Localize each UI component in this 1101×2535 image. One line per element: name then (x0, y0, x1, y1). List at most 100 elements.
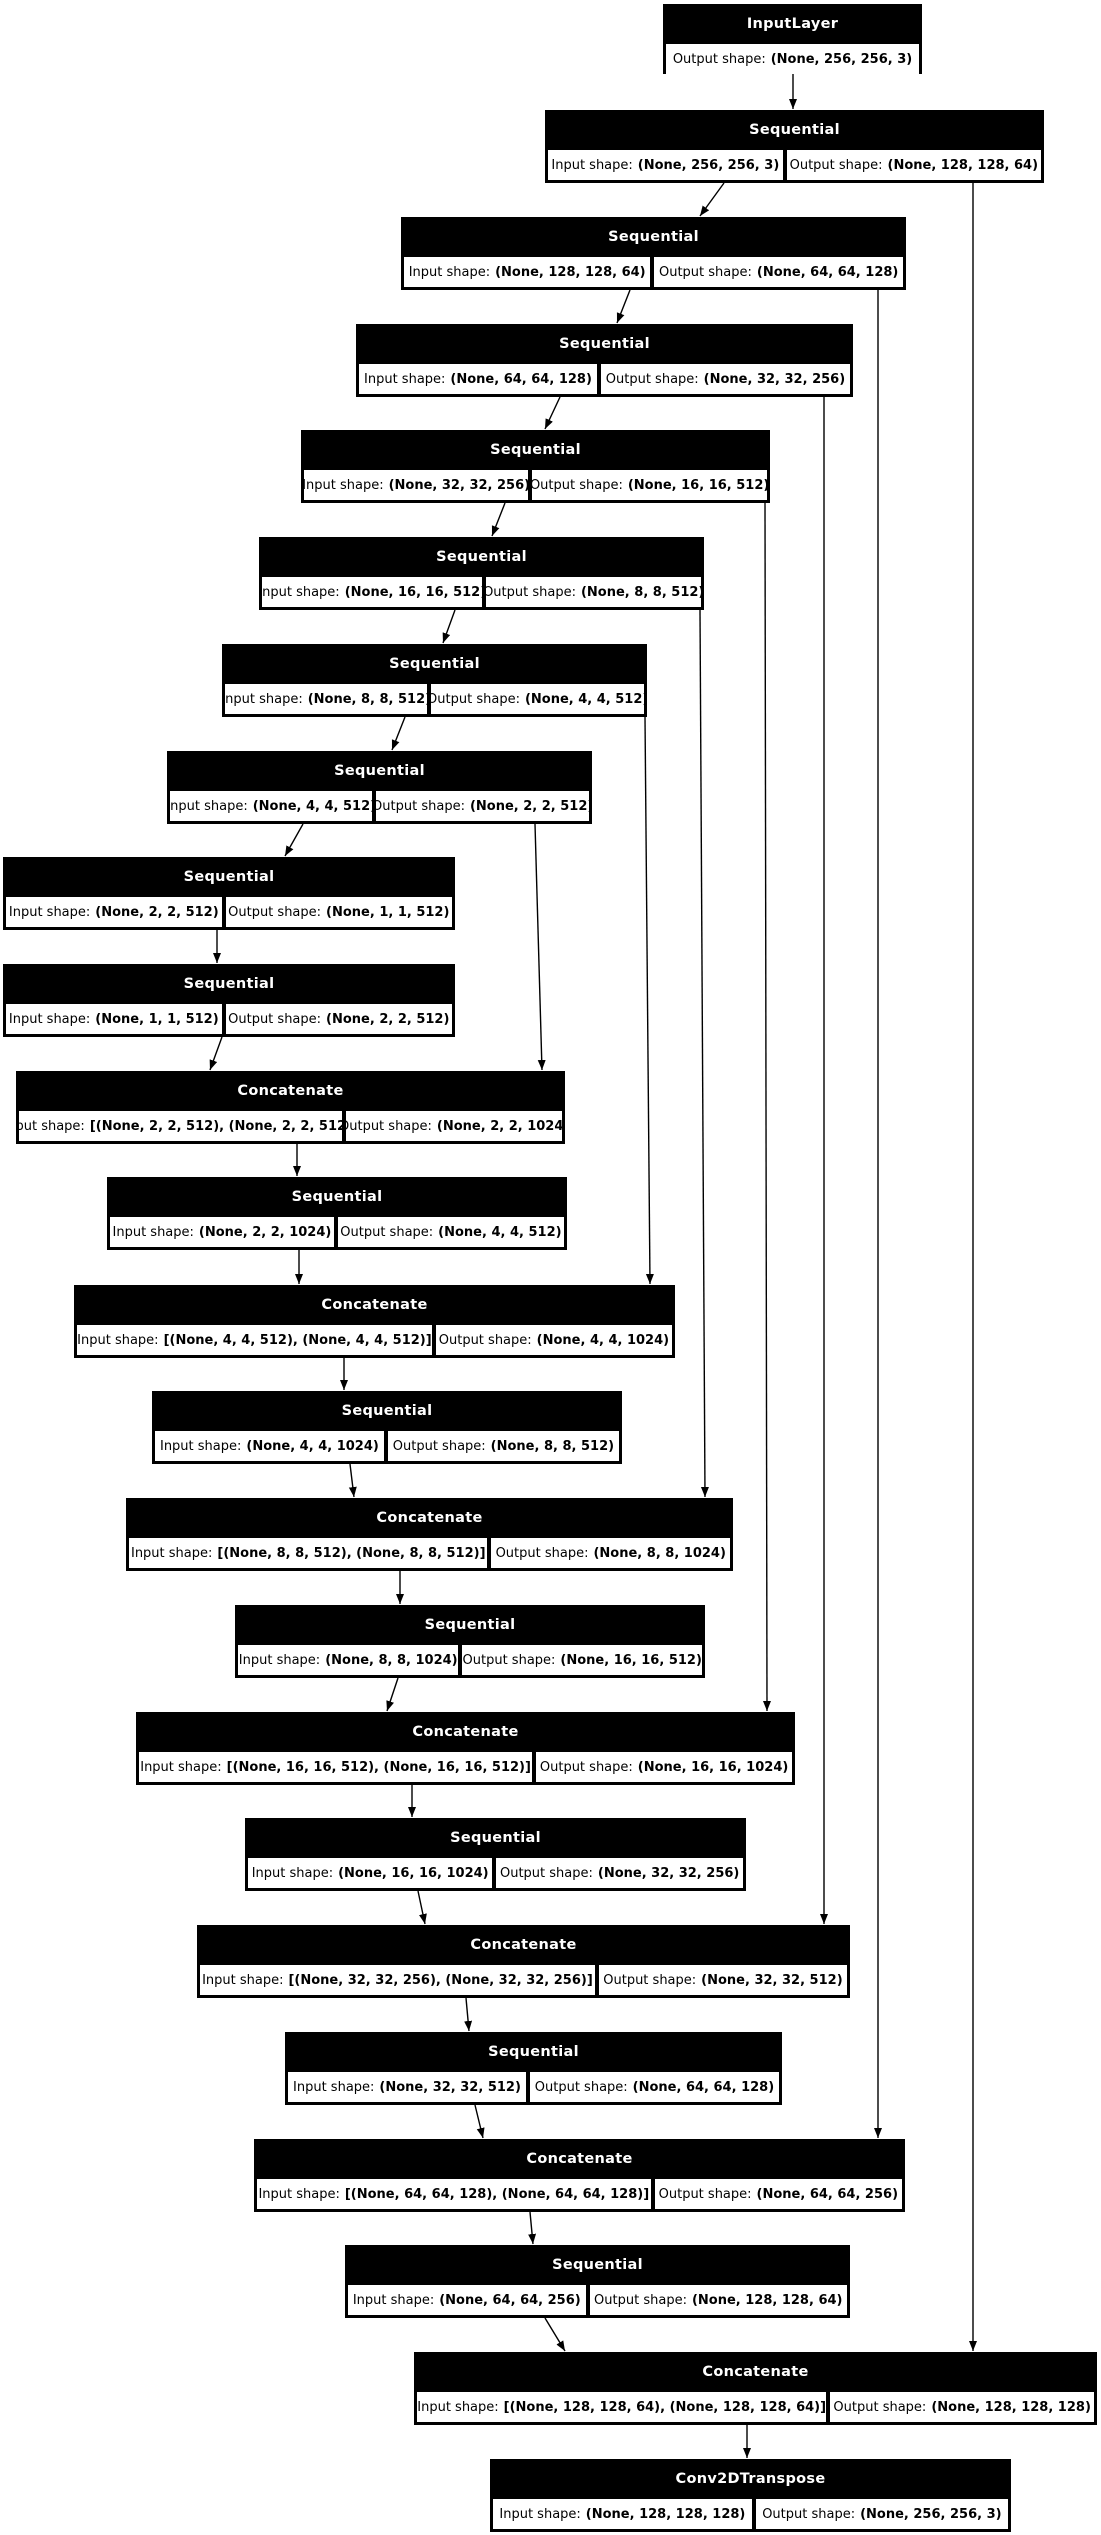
shape-value: (None, 128, 128, 128) (585, 2506, 746, 2522)
shape-label: Input shape: (8, 1011, 91, 1027)
shape-value: (None, 1, 1, 512) (95, 1011, 219, 1027)
shape-label: Input shape: (251, 1865, 334, 1881)
shape-cells-row: Input shape:[(None, 64, 64, 128), (None,… (257, 2179, 902, 2209)
skip-connection-edge-seq_4-to-concat_4 (762, 502, 771, 1712)
output-shape-cell: Output shape:(None, 2, 2, 512) (225, 1004, 452, 1034)
output-shape-cell: Output shape:(None, 8, 8, 512) (387, 1431, 619, 1461)
shape-cells-row: Input shape:(None, 4, 4, 512)Output shap… (170, 791, 589, 821)
shape-cells-row: Input shape:(None, 128, 128, 128)Output … (493, 2499, 1008, 2529)
input-shape-cell: Input shape:(None, 256, 256, 3) (548, 150, 783, 180)
layer-type-title: Sequential (559, 336, 650, 352)
shape-cells-row: Output shape:(None, 256, 256, 3) (666, 44, 919, 74)
input-shape-cell: Input shape:(None, 2, 2, 1024) (110, 1217, 334, 1247)
shape-value: (None, 128, 128, 128) (931, 2399, 1091, 2415)
shape-label: Output shape: (392, 1438, 486, 1454)
layer-type-title: Concatenate (321, 1297, 428, 1313)
shape-value: [(None, 32, 32, 256), (None, 32, 32, 256… (288, 1972, 593, 1988)
shape-value: (None, 8, 8, 1024) (593, 1545, 726, 1561)
layer-type-title: Sequential (341, 1403, 433, 1419)
shape-value: (None, 64, 64, 128) (756, 264, 899, 280)
input-shape-cell: Input shape:(None, 128, 128, 128) (493, 2499, 752, 2529)
shape-value: (None, 2, 2, 512) (326, 1011, 450, 1027)
layer-type-title: Concatenate (412, 1724, 519, 1740)
output-shape-cell: Output shape:(None, 64, 64, 128) (654, 257, 903, 287)
shape-label: Input shape: (293, 2079, 375, 2095)
shape-value: (None, 32, 32, 256) (597, 1865, 740, 1881)
shape-label: Input shape: (551, 157, 633, 173)
shape-value: (None, 8, 8, 512) (307, 691, 428, 707)
skip-connection-edge-seq_5-to-concat_3 (699, 609, 709, 1498)
input-shape-cell: Input shape:(None, 1, 1, 512) (6, 1004, 222, 1034)
shape-label: Output shape: (431, 691, 520, 707)
input-shape-cell: Input shape:[(None, 8, 8, 512), (None, 8… (129, 1538, 488, 1568)
shape-value: (None, 64, 64, 128) (632, 2079, 775, 2095)
layer-type-title: Sequential (424, 1617, 516, 1633)
shape-value: [(None, 4, 4, 512), (None, 4, 4, 512)] (163, 1332, 432, 1348)
shape-label: Output shape: (340, 1224, 434, 1240)
input-shape-cell: Input shape:(None, 8, 8, 1024) (238, 1645, 459, 1675)
shape-cells-row: Input shape:(None, 32, 32, 512)Output sh… (288, 2072, 779, 2102)
edge-seq_14-to-concat_6 (474, 2104, 485, 2139)
edge-seq_6-to-seq_7 (391, 716, 406, 751)
shape-value: (None, 128, 128, 64) (691, 2292, 843, 2308)
shape-label: Output shape: (658, 2186, 752, 2202)
shape-label: Output shape: (672, 51, 766, 67)
input-shape-cell: Input shape:(None, 8, 8, 512) (225, 684, 428, 714)
shape-label: Output shape: (499, 1865, 593, 1881)
shape-value: (None, 16, 16, 512) (344, 584, 483, 600)
shape-cells-row: Input shape:(None, 1, 1, 512)Output shap… (6, 1004, 452, 1034)
layer-type-title: Sequential (389, 656, 480, 672)
shape-label: Input shape: (417, 2399, 499, 2415)
edge-seq_1-to-seq_2 (699, 182, 725, 217)
edge-seq_2-to-seq_3 (616, 289, 631, 324)
layer-type-title: Concatenate (526, 2151, 633, 2167)
shape-value: (None, 2, 2, 512) (469, 798, 589, 814)
shape-label: Input shape: (8, 904, 91, 920)
output-shape-cell: Output shape:(None, 128, 128, 64) (786, 150, 1041, 180)
shape-cells-row: Input shape:(None, 4, 4, 1024)Output sha… (155, 1431, 619, 1461)
shape-label: Output shape: (532, 477, 623, 493)
shape-value: [(None, 2, 2, 512), (None, 2, 2, 512)] (89, 1118, 343, 1134)
layer-type-title: Sequential (488, 2044, 579, 2060)
shape-label: Output shape: (539, 1759, 633, 1775)
shape-value: (None, 2, 2, 512) (95, 904, 219, 920)
layer-type-title: Concatenate (470, 1937, 577, 1953)
shape-value: (None, 256, 256, 3) (860, 2506, 1002, 2522)
shape-label: Input shape: (258, 2186, 340, 2202)
shape-cells-row: Input shape:[(None, 4, 4, 512), (None, 4… (77, 1325, 672, 1355)
output-shape-cell: Output shape:(None, 16, 16, 1024) (536, 1752, 792, 1782)
input-shape-cell: Input shape:(None, 4, 4, 512) (170, 791, 373, 821)
shape-cells-row: Input shape:[(None, 8, 8, 512), (None, 8… (129, 1538, 730, 1568)
output-shape-cell: Output shape:(None, 16, 16, 512) (462, 1645, 702, 1675)
output-shape-cell: Output shape:(None, 8, 8, 1024) (491, 1538, 730, 1568)
shape-value: [(None, 16, 16, 512), (None, 16, 16, 512… (226, 1759, 531, 1775)
output-shape-cell: Output shape:(None, 256, 256, 3) (755, 2499, 1008, 2529)
shape-value: (None, 16, 16, 512) (627, 477, 767, 493)
input-shape-cell: Input shape:(None, 32, 32, 512) (288, 2072, 526, 2102)
layer-type-title: Sequential (436, 549, 527, 565)
shape-label: Input shape: (140, 1759, 222, 1775)
shape-label: Input shape: (364, 371, 446, 387)
input-shape-cell: Input shape:[(None, 32, 32, 256), (None,… (200, 1965, 595, 1995)
shape-cells-row: Input shape:(None, 64, 64, 256)Output sh… (348, 2285, 847, 2315)
output-shape-cell: Output shape:(None, 128, 128, 128) (830, 2392, 1094, 2422)
shape-value: [(None, 64, 64, 128), (None, 64, 64, 128… (344, 2186, 650, 2202)
output-shape-cell: Output shape:(None, 64, 64, 128) (529, 2072, 779, 2102)
shape-label: Output shape: (603, 1972, 697, 1988)
input-shape-cell: Input shape:(None, 128, 128, 64) (404, 257, 651, 287)
shape-label: Input shape: (112, 1224, 194, 1240)
